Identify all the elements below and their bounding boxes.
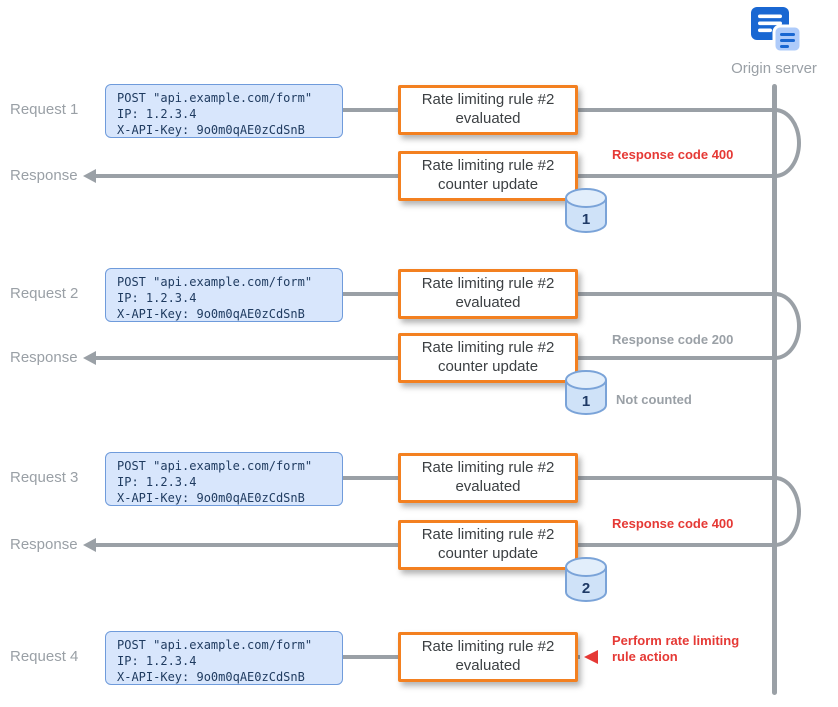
rule-box-text: Rate limiting rule #2 evaluated [421, 459, 555, 495]
rule-box-text: Rate limiting rule #2 evaluated [421, 275, 555, 311]
request-response-arc-2 [775, 292, 801, 360]
origin-server-lifeline [772, 84, 777, 695]
response2-subnote: Not counted [616, 392, 692, 407]
code-line-ip: IP: 1.2.3.4 [117, 106, 197, 121]
mitigation-action-note: Perform rate limiting rule action [612, 633, 740, 665]
counter-value: 2 [582, 580, 590, 597]
request4-details-box: POST "api.example.com/form" IP: 1.2.3.4 … [105, 631, 343, 685]
code-line-api-key: X-API-Key: 9o0m0qAE0zCdSnB [117, 306, 305, 321]
request1-details-box: POST "api.example.com/form" IP: 1.2.3.4 … [105, 84, 343, 138]
request2-details-box: POST "api.example.com/form" IP: 1.2.3.4 … [105, 268, 343, 322]
rule-box-text: Rate limiting rule #2 evaluated [421, 91, 555, 127]
request3-details-box: POST "api.example.com/form" IP: 1.2.3.4 … [105, 452, 343, 506]
response2-code-note: Response code 200 [612, 332, 734, 347]
counter-update-box-2: Rate limiting rule #2 counter update [398, 333, 578, 383]
rule-evaluated-box-2: Rate limiting rule #2 evaluated [398, 269, 578, 319]
counter-update-box-1: Rate limiting rule #2 counter update [398, 151, 578, 201]
code-line-ip: IP: 1.2.3.4 [117, 290, 197, 305]
code-line-method: POST "api.example.com/form" [117, 91, 313, 105]
lane-label-response3: Response [10, 536, 78, 553]
response1-code-note: Response code 400 [612, 147, 734, 162]
mitigation-arrowhead-icon [584, 650, 598, 664]
lane-label-request3: Request 3 [10, 469, 79, 486]
counter-value: 1 [582, 393, 590, 410]
rule-box-text: Rate limiting rule #2 evaluated [421, 638, 555, 674]
lane-label-response2: Response [10, 349, 78, 366]
response3-code-note: Response code 400 [612, 516, 734, 531]
lane-label-request4: Request 4 [10, 648, 79, 665]
response2-arrowhead-icon [83, 351, 96, 365]
code-line-method: POST "api.example.com/form" [117, 275, 313, 289]
request-response-arc-1 [775, 108, 801, 178]
code-line-ip: IP: 1.2.3.4 [117, 653, 197, 668]
rule-evaluated-box-3: Rate limiting rule #2 evaluated [398, 453, 578, 503]
rule-box-text: Rate limiting rule #2 counter update [421, 157, 555, 193]
origin-server-icon [750, 6, 803, 61]
counter-database-icon-3: 2 [562, 556, 610, 608]
code-line-ip: IP: 1.2.3.4 [117, 474, 197, 489]
request-response-arc-3 [775, 476, 801, 547]
rule-evaluated-box-4: Rate limiting rule #2 evaluated [398, 632, 578, 682]
counter-database-icon-2: 1 [562, 369, 610, 421]
code-line-api-key: X-API-Key: 9o0m0qAE0zCdSnB [117, 490, 305, 505]
counter-value: 1 [582, 211, 590, 228]
code-line-api-key: X-API-Key: 9o0m0qAE0zCdSnB [117, 122, 305, 137]
response3-arrowhead-icon [83, 538, 96, 552]
counter-update-box-3: Rate limiting rule #2 counter update [398, 520, 578, 570]
entity-label: Origin server [731, 60, 817, 77]
rule-evaluated-box-1: Rate limiting rule #2 evaluated [398, 85, 578, 135]
response1-arrowhead-icon [83, 169, 96, 183]
counter-database-icon-1: 1 [562, 187, 610, 239]
code-line-method: POST "api.example.com/form" [117, 459, 313, 473]
lane-label-request2: Request 2 [10, 285, 79, 302]
rule-box-text: Rate limiting rule #2 counter update [421, 526, 555, 562]
lane-label-request1: Request 1 [10, 101, 79, 118]
code-line-api-key: X-API-Key: 9o0m0qAE0zCdSnB [117, 669, 305, 684]
lane-label-response1: Response [10, 167, 78, 184]
rule-box-text: Rate limiting rule #2 counter update [421, 339, 555, 375]
code-line-method: POST "api.example.com/form" [117, 638, 313, 652]
